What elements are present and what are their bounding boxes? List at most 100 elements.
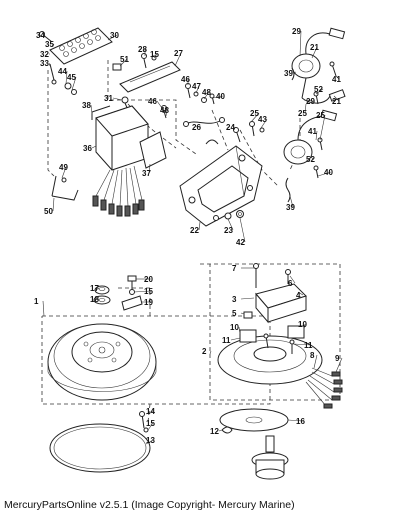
ignition-coil-upper[interactable]: [291, 27, 346, 99]
switch-box-harness[interactable]: [92, 165, 145, 217]
callout-16: 16: [287, 417, 305, 426]
stud-33[interactable]: [49, 63, 57, 85]
bolts-24-25-43[interactable]: [233, 121, 265, 143]
callout-13: 13: [145, 436, 155, 445]
wire-tool-50[interactable]: [51, 175, 79, 201]
callout-number: 25: [316, 111, 325, 120]
callout-leader: [311, 157, 314, 160]
cover-plate-27[interactable]: [119, 61, 181, 93]
nuts-23-42[interactable]: [224, 210, 244, 220]
callout-15: 15: [150, 50, 159, 59]
callout-number: 15: [144, 287, 153, 296]
screw-34[interactable]: [39, 31, 53, 43]
callout-leader: [43, 34, 46, 37]
callout-11: 11: [222, 336, 241, 345]
stator-plate-2[interactable]: [217, 335, 323, 385]
coil-10-left[interactable]: [239, 329, 257, 343]
callout-29: 29: [303, 97, 315, 106]
exploded-parts-diagram: 3435323033444551281527314647484046482638…: [34, 27, 346, 480]
callout-leader: [260, 118, 268, 129]
callout-number: 38: [82, 101, 91, 110]
crankshaft-end[interactable]: [251, 435, 289, 480]
callout-leader: [195, 125, 202, 128]
callout-52: 52: [314, 85, 323, 95]
callout-number: 1: [34, 297, 39, 306]
retainer-ring-13[interactable]: [49, 423, 151, 473]
clip-12[interactable]: [221, 426, 233, 434]
mount-plate-37[interactable]: [139, 131, 167, 169]
callout-10: 10: [298, 320, 307, 331]
clip-40[interactable]: [205, 139, 219, 145]
callout-leader: [319, 114, 326, 141]
callout-leader: [51, 43, 55, 47]
callout-leader: [52, 197, 55, 212]
callout-leader: [287, 419, 304, 422]
callout-43: 43: [258, 115, 268, 129]
callout-number: 9: [335, 354, 340, 363]
callout-number: 46: [148, 97, 157, 106]
callout-number: 31: [104, 94, 113, 103]
callout-7: 7: [232, 264, 254, 273]
callout-number: 40: [324, 168, 333, 177]
callout-number: 2: [202, 347, 207, 356]
callout-leader: [227, 218, 234, 231]
callout-leader: [218, 429, 223, 432]
stator-harness-8-9[interactable]: [305, 367, 343, 409]
spacer-5[interactable]: [243, 311, 253, 319]
spring-clip-39[interactable]: [285, 67, 295, 203]
callout-leader: [93, 298, 100, 301]
callout-number: 3: [232, 295, 237, 304]
callout-leader: [148, 163, 151, 174]
callout-5: 5: [232, 309, 245, 318]
callout-number: 39: [286, 203, 295, 212]
callout-leader: [240, 312, 245, 315]
bolts-46-47-48[interactable]: [161, 83, 215, 119]
callout-number: 48: [160, 106, 169, 115]
callout-15: 15: [146, 419, 155, 431]
callout-4: 4: [296, 291, 304, 300]
callout-30: 30: [107, 31, 119, 41]
trigger-assembly-3-4[interactable]: [255, 283, 307, 324]
callout-10: 10: [230, 323, 241, 335]
callout-number: 15: [146, 419, 155, 428]
callout-leader: [147, 422, 154, 431]
screws-11[interactable]: [263, 333, 295, 354]
callout-leader: [297, 291, 304, 296]
screws-14-15[interactable]: [139, 411, 149, 433]
callout-36: 36: [83, 144, 97, 153]
callout-41: 41: [332, 75, 341, 84]
mounting-bracket-22[interactable]: [179, 145, 263, 227]
callout-leader: [233, 126, 236, 131]
bolt-20[interactable]: [127, 275, 137, 290]
ignition-coil-lower[interactable]: [283, 109, 338, 165]
callout-21: 21: [332, 95, 341, 106]
callout-leader: [299, 30, 302, 57]
callout-leader: [313, 354, 318, 369]
bracket-51[interactable]: [112, 63, 122, 71]
callout-leader: [212, 95, 224, 99]
callout-52: 52: [306, 155, 315, 164]
callout-leader: [61, 166, 67, 179]
callout-leader: [203, 91, 210, 100]
grommet-44-45[interactable]: [64, 82, 77, 95]
callout-number: 43: [258, 115, 267, 124]
terminal-block-plate[interactable]: [49, 27, 113, 65]
callout-number: 13: [146, 436, 155, 445]
callout-number: 45: [67, 73, 76, 82]
ground-wire-26[interactable]: [183, 117, 225, 127]
callout-leader: [112, 97, 123, 101]
callout-6: 6: [288, 275, 296, 288]
switch-box-36[interactable]: [95, 105, 149, 171]
callout-42: 42: [236, 217, 246, 247]
callout-37: 37: [142, 163, 151, 178]
coil-10-right[interactable]: [287, 325, 305, 339]
callout-40: 40: [317, 168, 333, 177]
callout-17: 17: [90, 284, 99, 293]
callout-35: 35: [45, 40, 54, 49]
bracket-19[interactable]: [121, 289, 143, 311]
flywheel-1[interactable]: [47, 323, 157, 401]
callout-leader: [239, 217, 246, 243]
callout-number: 23: [224, 226, 233, 235]
callout-number: 33: [40, 59, 49, 68]
screws-7-6[interactable]: [253, 263, 291, 289]
